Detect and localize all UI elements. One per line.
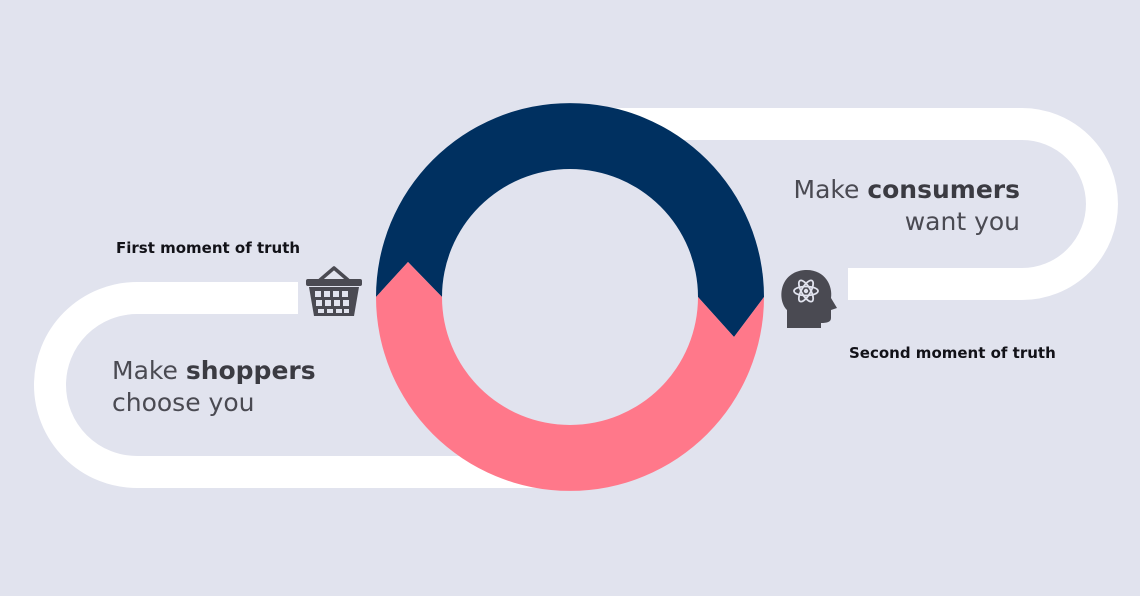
basket-grid xyxy=(315,291,349,313)
first-moment-caption: First moment of truth xyxy=(116,239,301,257)
left-moment-emphasis: shoppers xyxy=(185,356,316,385)
ring-top-segment xyxy=(376,103,764,338)
right-moment-prefix: Make xyxy=(793,175,868,204)
winding-path xyxy=(34,108,1118,488)
head-silhouette xyxy=(781,269,837,328)
atom-nucleus xyxy=(803,288,809,294)
left-moment-line-2: choose you xyxy=(112,388,255,417)
atom-symbol xyxy=(793,279,819,303)
donut-ring xyxy=(376,103,764,491)
right-moment-line-2: want you xyxy=(904,207,1020,236)
basket-rim xyxy=(306,279,362,286)
path-right-loop xyxy=(560,108,1118,300)
left-moment-line-1: Make shoppers xyxy=(112,355,316,387)
left-moment-text: Make shoppers choose you xyxy=(112,355,316,419)
right-moment-text: Make consumers want you xyxy=(784,174,1021,238)
head-atom-icon xyxy=(781,269,837,328)
basket-handle xyxy=(318,266,350,282)
path-left-loop xyxy=(34,282,560,488)
right-moment-emphasis: consumers xyxy=(867,175,1020,204)
left-moment-prefix: Make xyxy=(112,356,186,385)
second-moment-caption: Second moment of truth xyxy=(849,344,1056,362)
right-moment-line-1: Make consumers xyxy=(784,174,1021,206)
shopping-basket-icon xyxy=(306,266,362,316)
ring-bottom-segment xyxy=(376,262,764,491)
